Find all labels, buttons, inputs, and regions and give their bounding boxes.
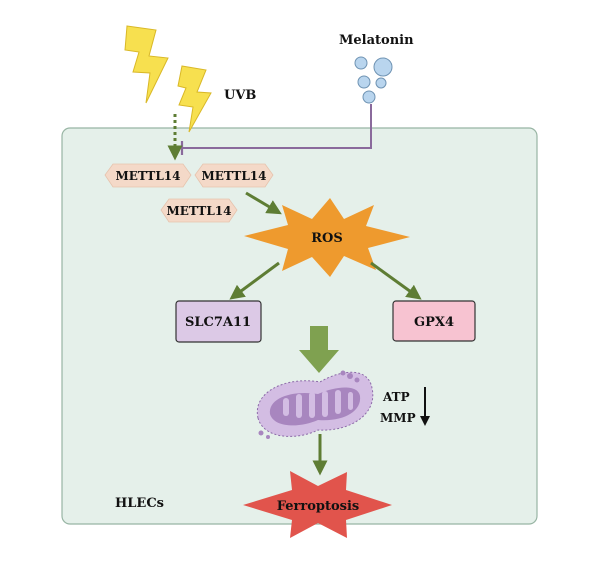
gpx4-label: GPX4 <box>414 315 454 330</box>
slc7a11-node: SLC7A11 <box>175 300 262 343</box>
ferroptosis-label: Ferroptosis <box>277 499 360 514</box>
mitochondria-icon <box>256 370 374 439</box>
mettl14-node-1: METTL14 <box>104 163 192 188</box>
mmp-label: MMP <box>380 411 416 425</box>
arrow-ros-to-gpx4 <box>370 261 422 300</box>
arrow-mettl14-to-ros <box>245 191 282 215</box>
ros-label: ROS <box>311 231 343 246</box>
mettl14-label: METTL14 <box>202 169 267 183</box>
atp-label: ATP <box>382 390 410 404</box>
lightning-icon <box>124 25 212 133</box>
cell-type-label: HLECs <box>115 496 164 511</box>
ros-node: ROS <box>244 198 410 277</box>
melatonin-label: Melatonin <box>339 33 414 48</box>
gpx4-node: GPX4 <box>392 300 476 342</box>
slc7a11-label: SLC7A11 <box>185 315 251 330</box>
block-arrow-down <box>299 326 339 373</box>
arrow-ros-to-slc7a11 <box>229 261 280 300</box>
mettl14-node-2: METTL14 <box>194 163 274 188</box>
ferroptosis-node: Ferroptosis <box>243 471 392 538</box>
melatonin-molecules-icon <box>354 56 393 104</box>
uvb-label: UVB <box>224 88 256 103</box>
mettl14-node-3: METTL14 <box>160 198 238 223</box>
melatonin-inhibition-line <box>182 104 372 149</box>
mettl14-label: METTL14 <box>167 204 232 218</box>
mettl14-label: METTL14 <box>116 169 181 183</box>
